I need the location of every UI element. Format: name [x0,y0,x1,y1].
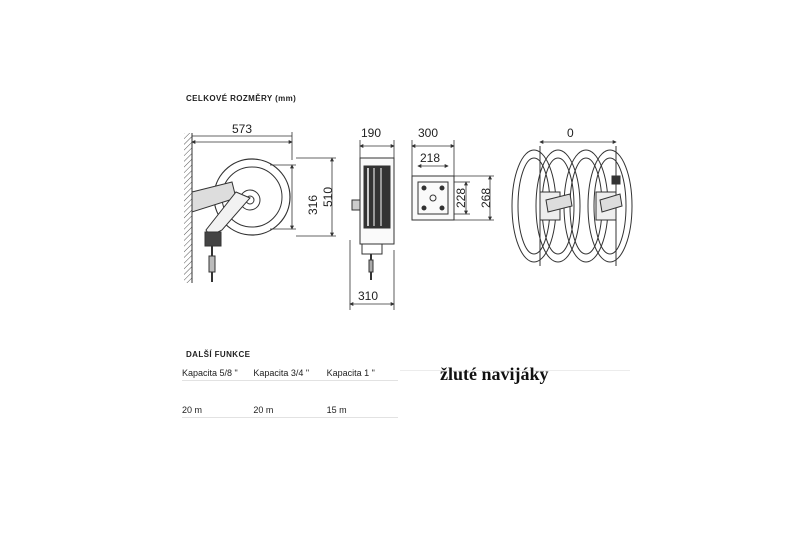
dim-573: 573 [232,122,252,136]
side-view [351,157,395,280]
dim-190: 190 [361,126,381,140]
capacity-value-row: 20 m 20 m 15 m [182,403,398,418]
front-view [184,133,291,283]
capacity-value-3-4: 20 m [253,405,274,415]
capacity-value-1: 15 m [326,405,347,415]
dim-316: 316 [306,195,320,215]
dim-310: 310 [358,289,378,303]
capacity-header-row: Kapacita 5/8 " Kapacita 3/4 " Kapacita 1… [182,366,398,381]
multi-reel-view [511,146,633,266]
yellow-reels-caption: žluté navijáky [440,364,549,384]
front-dimensions [191,132,336,237]
technical-drawing: 573 316 510 190 310 [184,122,633,310]
functions-title: DALŠÍ FUNKCE [186,350,251,359]
dim-300: 300 [418,126,438,140]
capacity-header-3-4: Kapacita 3/4 " [253,368,310,378]
capacity-header-1: Kapacita 1 " [326,368,375,378]
bracket-view [411,175,455,221]
dimensions-title: CELKOVÉ ROZMĚRY (mm) [186,94,297,103]
dim-228: 228 [454,188,468,208]
wall [184,133,192,283]
bracket-dimensions [411,140,494,221]
capacity-value-5-8: 20 m [182,405,203,415]
capacity-table: Kapacita 5/8 " Kapacita 3/4 " Kapacita 1… [182,366,398,418]
capacity-header-5-8: Kapacita 5/8 " [182,368,238,378]
caption-divider [400,370,630,371]
side-dimensions [349,140,395,310]
dim-218: 218 [420,151,440,165]
dim-268: 268 [479,188,493,208]
dim-510: 510 [321,187,335,207]
dim-0: 0 [567,126,574,140]
hose-nozzle [204,231,222,247]
